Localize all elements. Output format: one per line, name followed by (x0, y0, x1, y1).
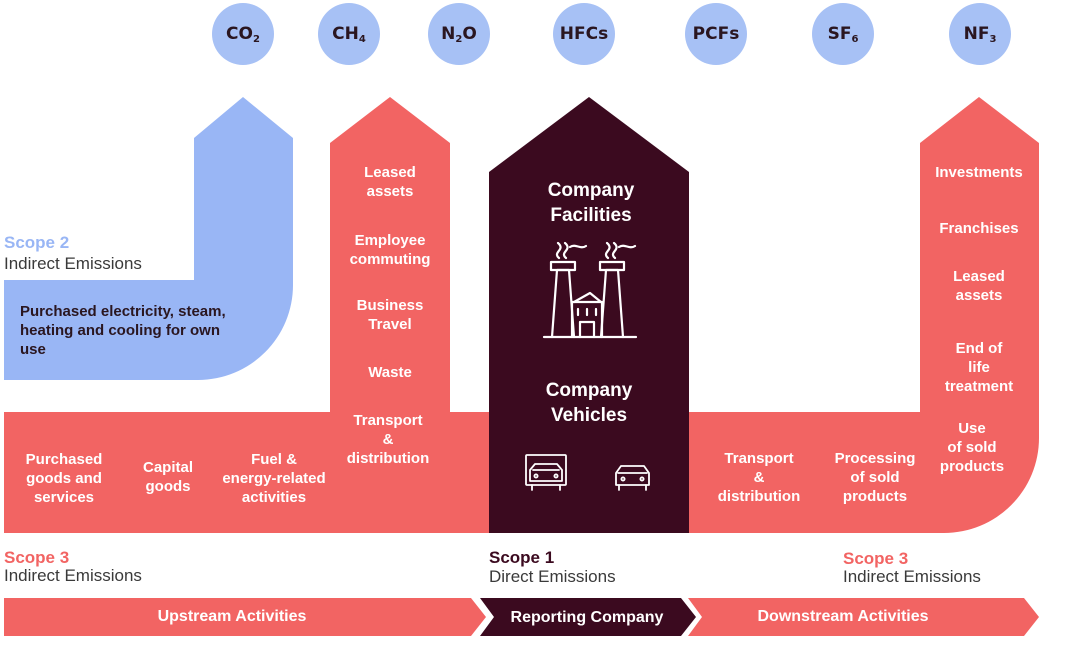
downstream-item-end-of-life: End of life treatment (944, 340, 1014, 395)
car-icon (615, 465, 650, 491)
upstream-bar (4, 598, 486, 636)
downstream-item-transport: Transport & distribution (717, 450, 801, 505)
reporting-company-label: Reporting Company (510, 609, 664, 626)
reporting-bar (480, 598, 696, 636)
upstream-activities-label: Upstream Activities (157, 608, 307, 625)
scope3-left-title: Scope 3 (4, 548, 70, 567)
downstream-item-use-of-sold-products: Use of sold products (939, 420, 1005, 475)
scope2-title: Scope 2 (4, 233, 70, 252)
upstream-item-employee-commuting: Employee commuting (349, 232, 431, 268)
scope1-title: Scope 1 (489, 548, 555, 567)
gas-n2o: N2O (428, 3, 490, 65)
scope2-item: Purchased electricity, steam, heating an… (20, 303, 226, 358)
company-facilities-label: Company Facilities (547, 180, 635, 226)
downstream-activities-label: Downstream Activities (757, 608, 929, 625)
downstream-arrow (689, 97, 1039, 533)
upstream-item-transport: Transport & distribution (346, 412, 430, 467)
gas-co2: CO2 (212, 3, 274, 65)
factory-icon (542, 241, 638, 339)
upstream-item-waste: Waste (368, 364, 412, 381)
upstream-item-business-travel: Business Travel (356, 297, 424, 333)
upstream-arrow (4, 97, 489, 533)
scope1-arrow (489, 97, 689, 533)
gas-sf6: SF6 (812, 3, 874, 65)
upstream-item-leased-assets: Leased assets (364, 164, 416, 200)
company-vehicles-label: Company Vehicles (545, 380, 633, 426)
truck-icon (525, 454, 567, 491)
downstream-item-franchises: Franchises (939, 220, 1019, 237)
upstream-item-purchased-goods: Purchased goods and services (25, 451, 103, 506)
gas-nf3: NF3 (949, 3, 1011, 65)
scope3-right-title: Scope 3 (843, 549, 909, 568)
gas-pcfs: PCFs (685, 3, 747, 65)
downstream-bar (688, 598, 1039, 636)
downstream-item-investments: Investments (935, 164, 1023, 181)
scope3-right-subtitle: Indirect Emissions (843, 567, 981, 586)
scope1-subtitle: Direct Emissions (489, 567, 616, 586)
downstream-item-leased-assets: Leased assets (953, 268, 1005, 304)
scope2-arrow (4, 97, 293, 380)
gas-ch4: CH4 (318, 3, 380, 65)
scope3-left-subtitle: Indirect Emissions (4, 566, 142, 585)
upstream-item-fuel-energy: Fuel & energy-related activities (222, 451, 326, 506)
scope2-subtitle: Indirect Emissions (4, 254, 142, 273)
gas-hfcs: HFCs (553, 3, 615, 65)
upstream-item-capital-goods: Capital goods (142, 459, 194, 495)
downstream-item-processing: Processing of sold products (834, 450, 916, 505)
